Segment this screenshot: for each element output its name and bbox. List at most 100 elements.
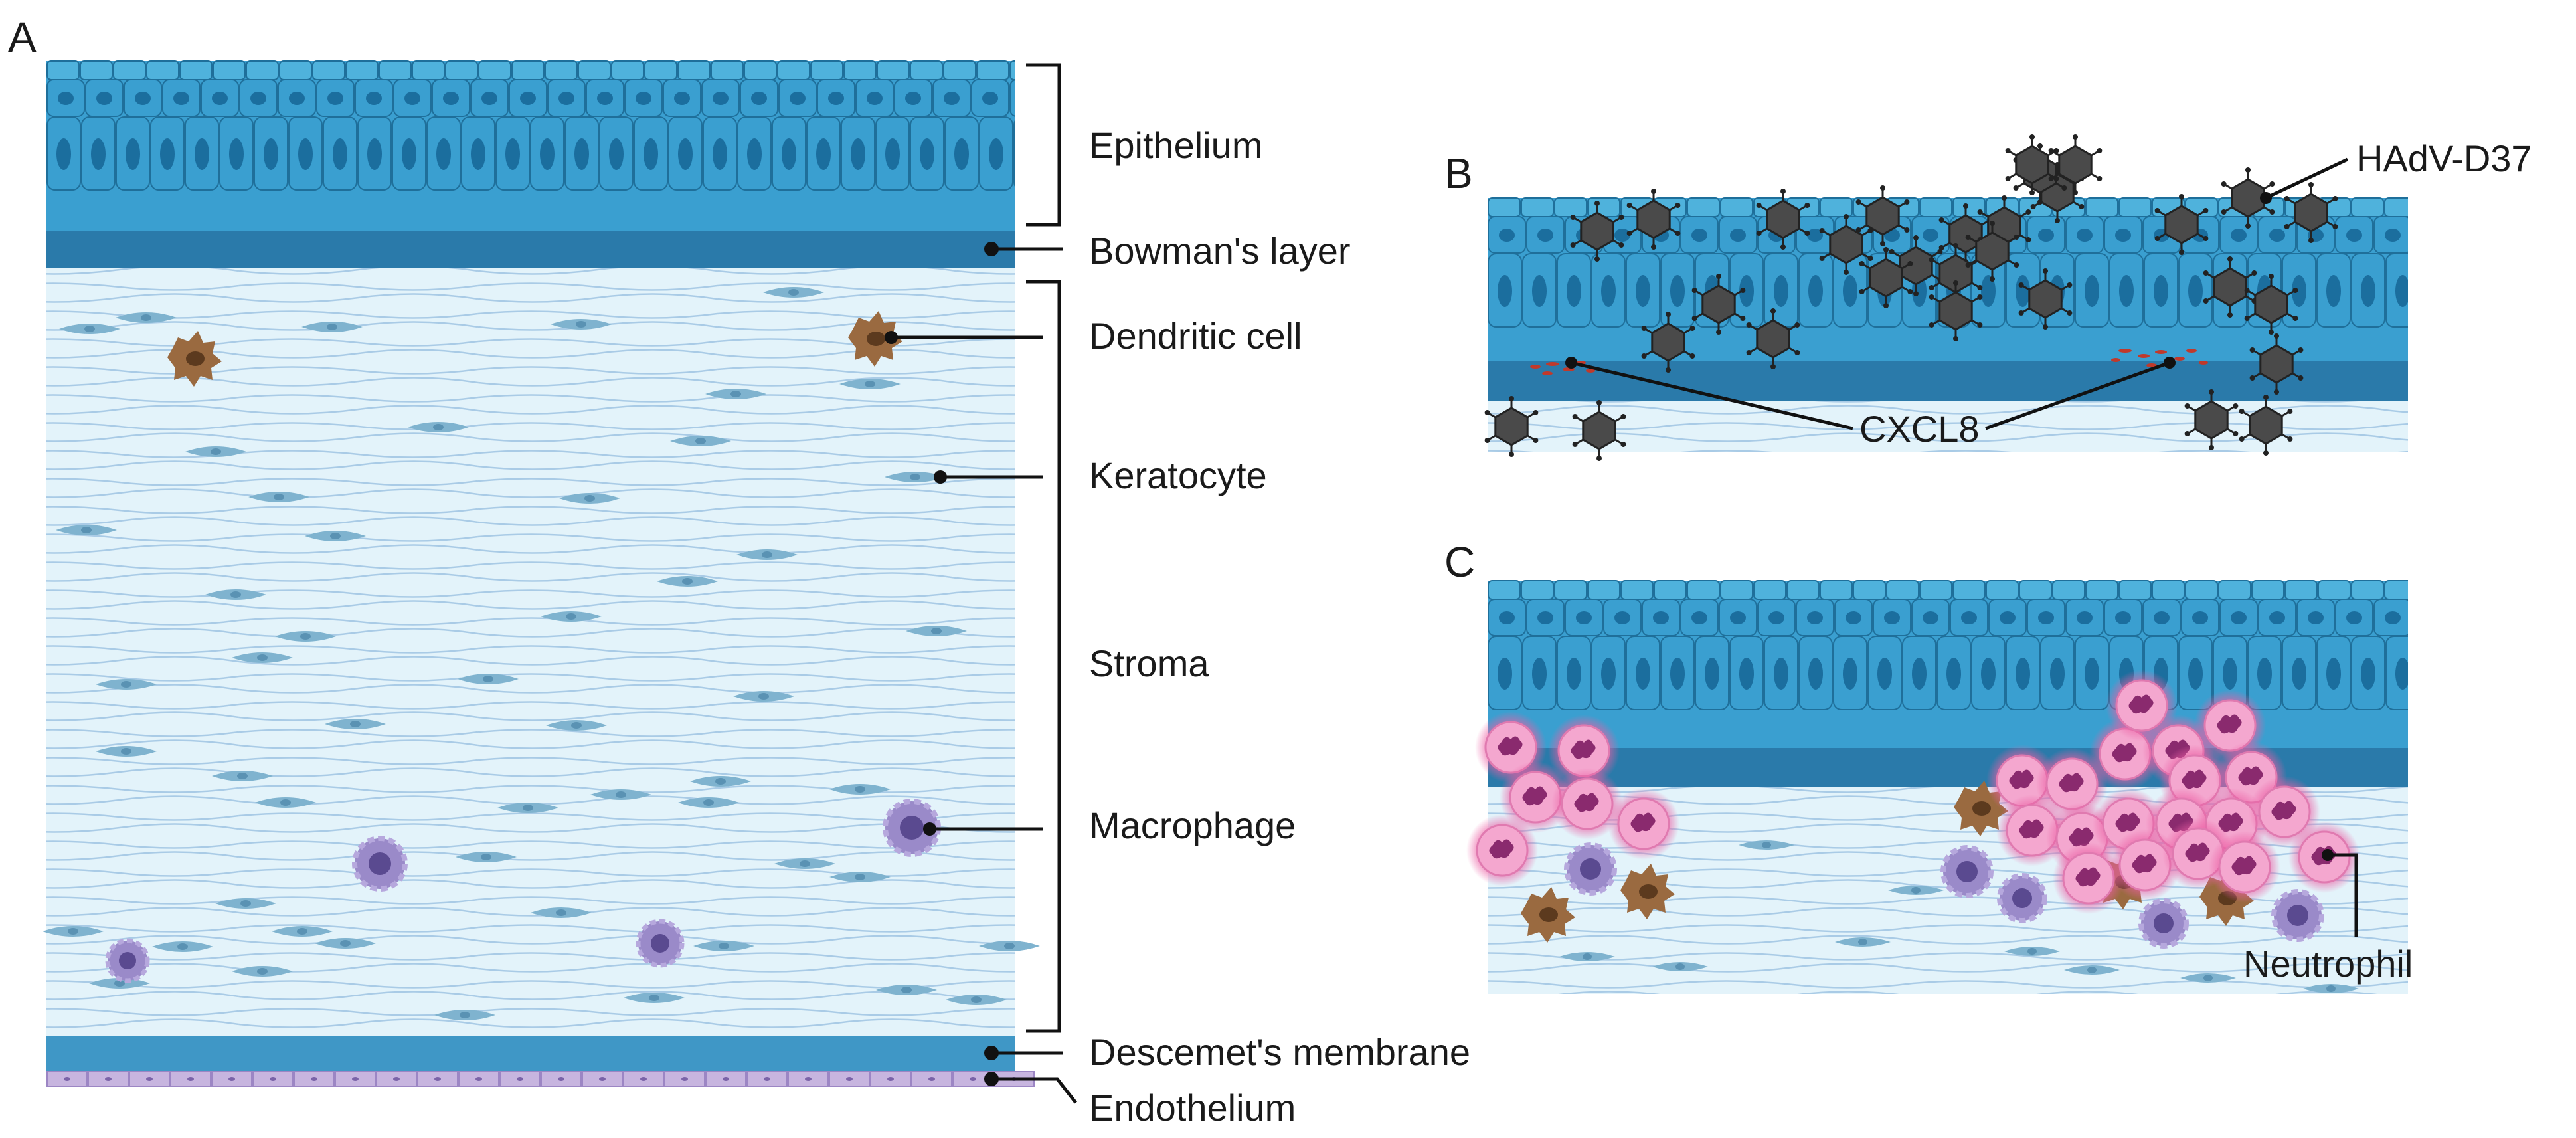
knob — [1596, 400, 1602, 405]
nucleus — [270, 1077, 276, 1081]
c-epithelium-cells — [1488, 579, 2461, 749]
superficial-cell — [677, 60, 711, 80]
knob — [1533, 410, 1539, 415]
neutrophil — [2053, 842, 2124, 914]
capsid — [2213, 267, 2247, 307]
nucleus — [2188, 658, 2203, 690]
nucleus — [2077, 229, 2093, 242]
capsid — [1494, 407, 1529, 446]
knob — [1756, 231, 1762, 236]
nucleus — [805, 1077, 812, 1081]
knob — [1883, 303, 1889, 308]
superficial-cell — [2351, 197, 2384, 217]
knob — [2018, 310, 2024, 316]
superficial-cell — [1720, 197, 1753, 217]
nucleus — [540, 138, 555, 170]
neutrophil-nucleus — [1489, 839, 1514, 859]
knob — [1844, 270, 1849, 275]
dendritic-cell — [167, 331, 222, 387]
nucleus — [1636, 658, 1650, 690]
nucleus — [257, 968, 268, 975]
nucleus — [2346, 611, 2362, 624]
capsid — [2259, 344, 2294, 384]
nucleus — [481, 854, 491, 860]
nucleus — [2385, 611, 2401, 624]
nucleus — [790, 92, 806, 105]
nucleus — [1739, 275, 1754, 307]
nucleus — [636, 92, 651, 105]
superficial-cell — [213, 60, 246, 80]
knob — [1883, 247, 1889, 252]
knob — [1938, 217, 1944, 223]
nucleus — [566, 613, 576, 620]
superficial-cell — [1720, 580, 1753, 600]
superficial-cell — [777, 60, 810, 80]
capsid — [1582, 411, 1616, 450]
nucleus — [800, 860, 810, 867]
adenovirus-particles — [1484, 134, 2338, 461]
nucleus — [905, 92, 921, 105]
nucleus — [350, 721, 361, 727]
nucleus — [764, 1077, 770, 1081]
endothelium-leader-line — [991, 1077, 1077, 1104]
nucleus — [135, 92, 151, 105]
knob — [1626, 231, 1632, 236]
nucleus — [558, 1077, 564, 1081]
knob — [1889, 249, 1895, 254]
knob — [2203, 298, 2209, 304]
neutrophil-nucleus — [2217, 714, 2242, 734]
superficial-cell — [1587, 197, 1620, 217]
nucleus — [274, 494, 284, 500]
adenovirus — [2203, 256, 2257, 318]
knob — [1953, 243, 1958, 248]
knob — [2179, 194, 2184, 199]
nucleus — [68, 928, 78, 935]
nucleus — [887, 1077, 894, 1081]
nucleus — [2038, 611, 2054, 624]
capsid — [2294, 193, 2328, 233]
neutrophil — [1548, 715, 1620, 787]
superficial-cell — [445, 60, 478, 80]
nucleus — [393, 1077, 400, 1081]
nucleus — [2203, 975, 2213, 981]
nucleus — [584, 495, 595, 502]
knob — [2269, 209, 2275, 215]
knob — [2097, 176, 2103, 181]
nucleus — [2231, 611, 2247, 624]
knob — [2274, 389, 2279, 395]
knob — [2245, 223, 2251, 229]
macrophage — [105, 938, 150, 983]
knob — [1880, 241, 1885, 246]
nucleus — [846, 1077, 853, 1081]
superficial-cell — [1687, 197, 1720, 217]
neutrophil-nucleus — [2009, 769, 2034, 789]
superficial-cell — [2351, 580, 2384, 600]
knob — [2203, 270, 2209, 276]
nucleus — [2154, 611, 2170, 624]
knob — [2179, 250, 2184, 255]
nucleus — [311, 1077, 317, 1081]
nucleus — [851, 138, 865, 170]
superficial-cell — [2318, 580, 2351, 600]
knob — [2005, 148, 2011, 153]
knob — [1953, 280, 1958, 286]
adenovirus — [1570, 201, 1624, 262]
nucleus — [1576, 611, 1592, 624]
knob — [1844, 214, 1849, 219]
neutrophil-nucleus — [1498, 736, 1523, 756]
neutrophil-nucleus — [2185, 842, 2210, 862]
knob — [1572, 414, 1578, 419]
macrophage — [2271, 889, 2324, 942]
knob — [2269, 274, 2274, 279]
dendritic-cell — [848, 311, 902, 367]
nucleus — [1537, 229, 1553, 242]
knob — [1867, 228, 1873, 233]
knob — [1937, 249, 1943, 254]
neutrophil-nucleus — [2238, 766, 2263, 786]
superficial-cell — [511, 60, 545, 80]
knob — [2025, 237, 2031, 242]
nucleus — [1846, 611, 1861, 624]
nucleus — [2077, 611, 2093, 624]
knob — [2073, 134, 2078, 140]
superficial-cell — [1919, 580, 1952, 600]
